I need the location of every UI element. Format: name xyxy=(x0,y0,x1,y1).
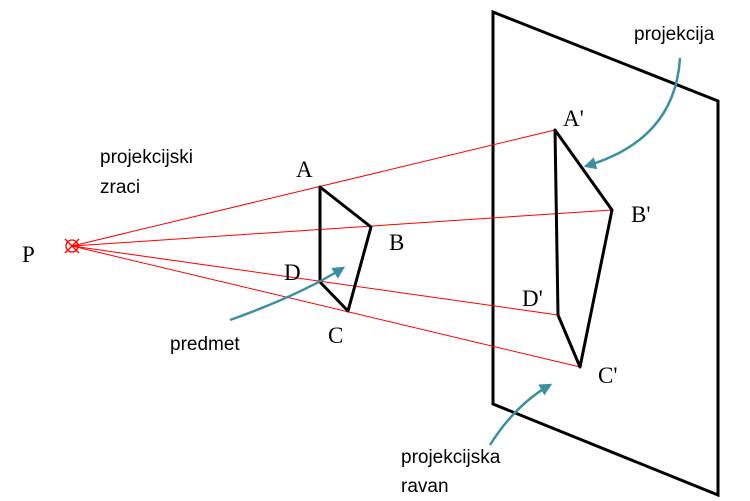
rays-label-line1: projekcijski xyxy=(100,147,193,168)
label-b: B xyxy=(389,230,404,255)
plane-label-line2: ravan xyxy=(401,476,449,497)
label-a-prime: A' xyxy=(563,106,584,131)
projection-label: projekcija xyxy=(634,24,715,45)
object-arrow xyxy=(229,266,346,322)
projection-quadrilateral xyxy=(553,128,614,369)
projection-arrow xyxy=(583,57,682,170)
object-quadrilateral xyxy=(318,185,373,313)
label-d: D xyxy=(284,260,301,285)
ray-to-c xyxy=(71,245,581,368)
object-label: predmet xyxy=(170,334,240,355)
ray-to-a xyxy=(71,129,556,247)
label-p: P xyxy=(22,242,35,267)
label-b-prime: B' xyxy=(631,202,651,227)
center-point-marker xyxy=(64,238,80,254)
label-a: A xyxy=(296,157,313,182)
rays-label-line2: zraci xyxy=(100,177,140,198)
projection-rays xyxy=(71,129,613,368)
ray-to-d xyxy=(71,245,559,316)
label-d-prime: D' xyxy=(522,286,543,311)
plane-label-line1: projekcijska xyxy=(401,447,501,468)
plane-arrow xyxy=(488,383,553,446)
ray-to-b xyxy=(71,209,613,247)
annotation-arrows xyxy=(229,57,682,446)
label-c-prime: C' xyxy=(598,363,618,388)
label-c: C xyxy=(328,323,343,348)
projection-plane xyxy=(491,9,720,498)
